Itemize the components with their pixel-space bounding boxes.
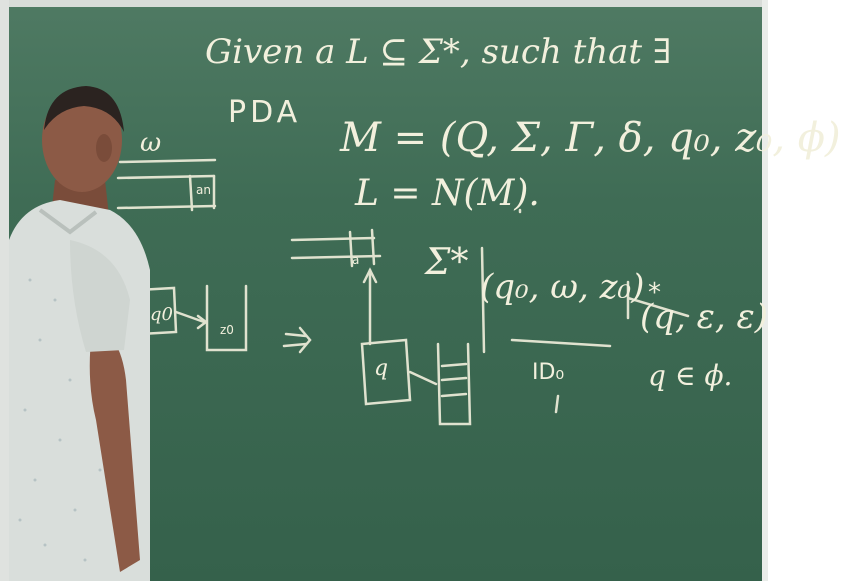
state-q-label: q <box>374 356 389 381</box>
right-border <box>762 0 768 581</box>
arrow-q0-stack <box>174 310 206 324</box>
left-border <box>0 0 9 581</box>
implies-symbol <box>282 326 312 354</box>
tape2-line-1 <box>290 236 376 242</box>
stack-2-lines <box>440 362 468 398</box>
stack-z0-label: z0 <box>220 323 234 337</box>
tape-cell-a: a <box>352 253 360 267</box>
machine-definition: M = (Q, Σ, Γ, δ, q₀, z₀, ϕ) <box>340 115 841 161</box>
top-border <box>0 0 768 7</box>
state-q-box <box>360 338 412 406</box>
turnstile-star: * <box>648 278 661 308</box>
tape-line-3 <box>116 204 217 210</box>
tape2-line-2 <box>290 254 382 260</box>
sleeve <box>70 240 130 352</box>
head-arrow <box>362 267 378 284</box>
stack-z0 <box>205 284 248 352</box>
hair <box>44 86 124 132</box>
chalk-sketch <box>116 158 690 426</box>
tape-line-2 <box>116 174 216 180</box>
sigma-star: Σ* <box>425 242 469 283</box>
arm <box>89 330 140 572</box>
q-in-phi: q ∈ ϕ. <box>648 359 733 392</box>
head <box>42 88 122 192</box>
id-zero-label: ID₀ <box>532 360 565 385</box>
tape-cell <box>188 174 216 212</box>
divider-bar <box>480 246 486 354</box>
initial-configuration: (q₀, ω, z₀) <box>480 267 645 307</box>
tick-mark <box>554 394 560 414</box>
language-definition: L = N(M). <box>355 173 540 214</box>
final-configuration: (q, ε, ε) <box>640 297 769 337</box>
tape2-cell <box>348 228 376 268</box>
stack-2 <box>436 342 472 426</box>
shirt-pattern <box>18 278 102 562</box>
turnstile <box>626 280 690 320</box>
input-word-label: ω <box>140 128 162 158</box>
state-q0-label: q0 <box>150 304 173 325</box>
arrow-q-stack <box>408 370 438 386</box>
statement-line: Given a L ⊆ Σ*, such that ∃ <box>205 32 672 72</box>
tape-cell-an: an <box>196 183 211 197</box>
id-underline <box>510 338 612 348</box>
tape-line-1 <box>118 158 217 164</box>
ear <box>96 134 112 162</box>
pda-label: PDA <box>228 95 302 130</box>
collar <box>38 208 98 235</box>
lecturer <box>9 86 150 581</box>
